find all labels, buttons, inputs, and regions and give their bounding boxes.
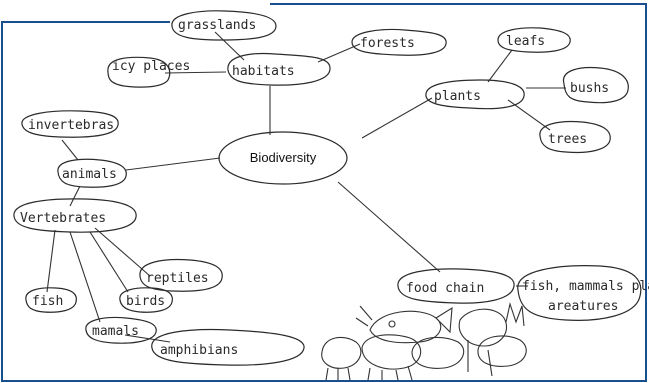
- node-birds-label: birds: [126, 294, 165, 309]
- node-animals-label: animals: [62, 167, 117, 182]
- line-habitats-grasslands: [214, 31, 245, 61]
- line-habitats-icy: [164, 71, 227, 74]
- line-center-animals: [125, 157, 221, 171]
- animal-body-doodle: [361, 334, 422, 370]
- line-vert-mammals: [69, 231, 101, 323]
- line-animals-vertebrates: [69, 185, 81, 207]
- node-birds: birds: [119, 287, 173, 313]
- food-chain-drawing: [321, 301, 527, 381]
- node-amphibians-label: amphibians: [160, 343, 238, 358]
- node-leafs: leafs: [497, 27, 571, 53]
- line-habitats-forests: [317, 43, 361, 63]
- node-grasslands-label: grasslands: [178, 18, 256, 33]
- node-biodiversity: Biodiversity: [218, 131, 348, 185]
- bowl-doodle: [411, 336, 465, 369]
- splash-doodle: [355, 305, 373, 327]
- node-plants-label: plants: [434, 89, 481, 104]
- node-bushes-label: bushs: [570, 81, 609, 96]
- frame-border: [1, 3, 647, 382]
- line-mammals-amphibians: [124, 334, 171, 343]
- node-fish-label: fish: [32, 294, 63, 309]
- node-mammals: mamals: [85, 316, 157, 344]
- node-habitats: habitats: [227, 52, 331, 86]
- node-food-chain: food chain: [397, 268, 515, 304]
- node-food-chain-note: fish, mammals plants areatures: [517, 265, 649, 321]
- food-chain-note-line-2: areatures: [548, 299, 618, 314]
- node-food-chain-label: food chain: [406, 281, 484, 296]
- fish-doodle: [369, 310, 442, 344]
- line-vert-reptiles: [94, 227, 151, 277]
- node-invertebrates: invertebras: [21, 110, 119, 138]
- node-invertebrates-label: invertebras: [28, 118, 114, 133]
- node-trees-label: trees: [548, 132, 587, 147]
- node-amphibians: amphibians: [151, 328, 305, 366]
- node-icy-places-label: icy places: [112, 59, 190, 74]
- fish-eye-doodle: [388, 320, 396, 328]
- node-reptiles: reptiles: [139, 258, 223, 292]
- creature-legs-doodle: [325, 367, 351, 381]
- line-center-foodchain: [337, 181, 441, 273]
- line-animals-invertebrates: [61, 139, 79, 161]
- fish-tail-doodle: [435, 306, 453, 334]
- connectors: [46, 31, 566, 343]
- node-forests-label: forests: [360, 36, 415, 51]
- stems-doodle: [467, 340, 493, 377]
- food-chain-note-line-1: fish, mammals plants: [522, 279, 649, 294]
- line-center-plants: [361, 97, 433, 139]
- plant-pot-doodle: [477, 335, 527, 367]
- node-trees: trees: [539, 120, 611, 154]
- line-vert-fish: [46, 229, 56, 293]
- node-leafs-label: leafs: [506, 34, 545, 49]
- cow-doodle: [458, 308, 508, 347]
- line-vert-birds: [89, 231, 129, 293]
- line-plants-leafs: [487, 49, 513, 83]
- animal-legs-doodle: [367, 365, 413, 381]
- node-plants: plants: [425, 79, 525, 110]
- node-animals: animals: [57, 158, 127, 188]
- node-grasslands: grasslands: [171, 10, 277, 41]
- leaves-doodle: [505, 301, 525, 327]
- node-habitats-label: habitats: [232, 64, 295, 79]
- node-forests: forests: [351, 28, 447, 56]
- creature-doodle: [321, 336, 362, 369]
- node-mammals-label: mamals: [92, 324, 139, 339]
- node-icy-places: icy places: [107, 56, 190, 88]
- node-vertebrates-label: Vertebrates: [20, 211, 106, 226]
- node-reptiles-label: reptiles: [146, 271, 209, 286]
- node-vertebrates: Vertebrates: [13, 198, 137, 233]
- node-fish: fish: [25, 287, 77, 313]
- node-bushes: bushs: [562, 66, 629, 104]
- node-biodiversity-label: Biodiversity: [250, 150, 317, 165]
